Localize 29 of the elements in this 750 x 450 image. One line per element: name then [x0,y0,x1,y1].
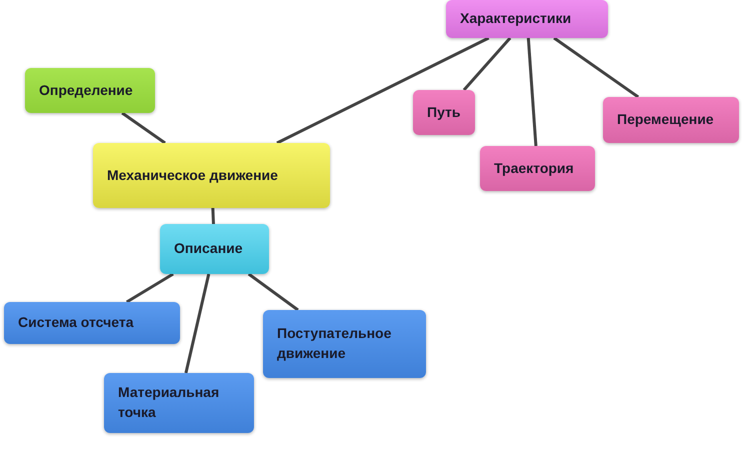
topic-text: Механическое движение [107,166,278,185]
topic-text: Система отсчета [18,313,134,332]
topic-box [25,68,155,113]
topic-text: Перемещение [617,110,714,130]
topic-text: Характеристики [460,9,572,28]
connector-line [462,37,512,91]
topic-text: Поступательное движение [277,324,392,363]
connector-line [184,274,210,374]
connector-line [126,272,174,304]
topic-text: Определение [39,80,133,100]
topic-box [413,90,475,135]
connector-line [248,272,299,312]
topic-box [93,143,330,208]
topic-text: Материальная точка [118,383,220,422]
topic-box [480,146,595,191]
topic-box [104,373,254,433]
topic-box [263,310,426,378]
connector-line [526,38,538,146]
topic-text: Путь [427,102,460,122]
connector-line [121,112,166,144]
connector-line [276,36,490,144]
connector-line [211,208,215,224]
topic-text: Траектория [494,158,574,178]
connector-line [553,36,640,98]
topic-box [160,224,269,274]
topic-box [4,302,180,344]
topic-text: Описание [174,239,243,258]
topic-box [446,0,608,38]
topic-box [603,97,739,143]
